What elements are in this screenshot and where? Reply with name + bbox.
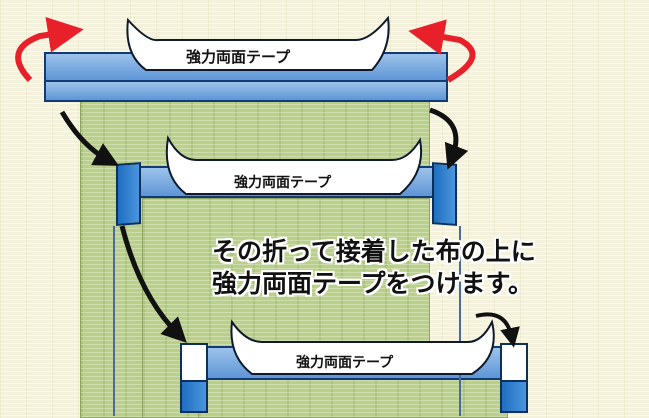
tatami-mat-stage-3 [198, 378, 508, 418]
step-arrow-left-1-icon [59, 110, 120, 166]
fold-arrow-right-icon [408, 19, 476, 83]
caption-line-1: その折って接着した布の上に [212, 237, 536, 266]
double-sided-tape-stage-2 [165, 134, 422, 195]
fold-arrow-left-icon [15, 16, 84, 83]
step-arrow-left-2-icon [119, 225, 187, 343]
edge-bar-bottom-stage-1 [44, 80, 448, 102]
cloth-edge-left-stage-3 [180, 380, 208, 413]
tape-label-stage-1: 強力両面テープ [186, 48, 291, 66]
step-arrow-right-1-icon [429, 107, 469, 170]
tape-label-stage-3: 強力両面テープ [296, 355, 394, 371]
cloth-edge-right-stage-3 [500, 380, 528, 413]
double-sided-tape-stage-3 [230, 319, 495, 375]
double-sided-tape-stage-1 [126, 15, 390, 71]
tape-label-stage-2: 強力両面テープ [234, 175, 332, 191]
caption-line-2: 強力両面テープをつけます。 [212, 269, 534, 298]
step-arrow-right-2-icon [475, 312, 520, 348]
instruction-caption: その折って接着した布の上に 強力両面テープをつけます。 [212, 236, 536, 300]
